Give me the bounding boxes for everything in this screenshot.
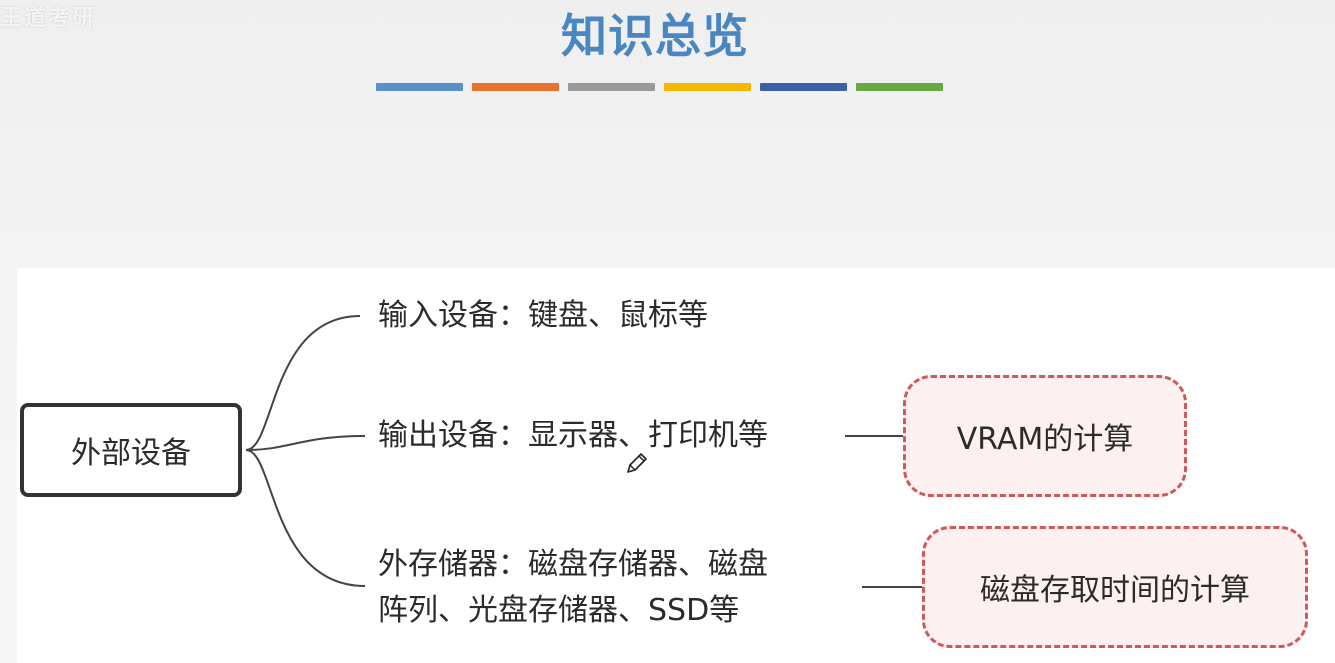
- color-bar-strip: [376, 83, 943, 91]
- color-bar-green: [856, 83, 943, 91]
- mindmap-root-node: 外部设备: [20, 403, 242, 497]
- note-vram-calculation: VRAM的计算: [903, 375, 1187, 497]
- branch-input-devices: 输入设备：键盘、鼠标等: [378, 298, 708, 333]
- color-bar-blue: [376, 83, 463, 91]
- color-bar-navy: [760, 83, 847, 91]
- color-bar-yellow: [664, 83, 751, 91]
- color-bar-gray: [568, 83, 655, 91]
- branch-external-storage-line1: 外存储器：磁盘存储器、磁盘: [378, 547, 768, 582]
- note-disk-access-time: 磁盘存取时间的计算: [922, 526, 1308, 648]
- color-bar-orange: [472, 83, 559, 91]
- page-title: 知识总览: [561, 9, 749, 63]
- root-label: 外部设备: [71, 436, 191, 471]
- note-vram-label: VRAM的计算: [956, 422, 1134, 457]
- watermark: 王道考研: [0, 6, 97, 31]
- branch-external-storage-line2: 阵列、光盘存储器、SSD等: [378, 593, 740, 628]
- pen-cursor-icon: [627, 453, 647, 473]
- note-disk-label: 磁盘存取时间的计算: [980, 573, 1250, 608]
- branch-output-devices: 输出设备：显示器、打印机等: [378, 418, 768, 453]
